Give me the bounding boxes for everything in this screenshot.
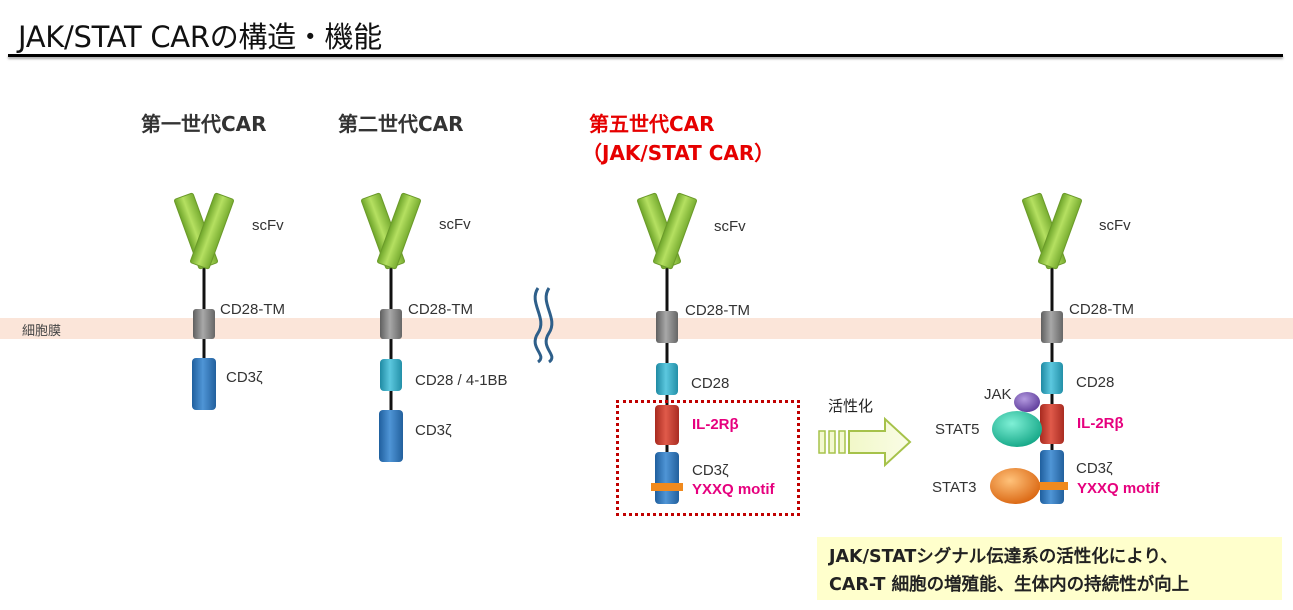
car-gen5-activated <box>990 192 1082 504</box>
cd28-label-4: CD28 <box>1076 374 1115 391</box>
cd3z-label-2: CD3ζ <box>415 422 452 439</box>
stat3-protein <box>990 468 1040 504</box>
summary-callout: JAK/STATシグナル伝達系の活性化により、 CAR-T 細胞の増殖能、生体内… <box>817 537 1282 600</box>
car-gen1 <box>174 192 234 410</box>
cd28tm-label-4: CD28-TM <box>1069 301 1135 318</box>
cell-membrane-band <box>0 318 1293 339</box>
il2rb-label-4: IL-2Rβ <box>1077 415 1124 432</box>
scfv-arm-right <box>190 192 234 270</box>
cd28-tm-block <box>193 309 215 339</box>
gen2-heading: 第二世代CAR <box>338 112 464 136</box>
yxxq-label-3: YXXQ motif <box>692 481 775 498</box>
stat5-label: STAT5 <box>935 421 980 438</box>
cd3z-label-4: CD3ζ <box>1076 460 1113 477</box>
jak-protein <box>1014 392 1040 412</box>
car-gen2 <box>361 192 421 462</box>
cd3z-label-3: CD3ζ <box>692 462 729 479</box>
scfv-label-3: scFv <box>714 218 746 235</box>
title-underline <box>8 54 1283 57</box>
cd28tm-label-3: CD28-TM <box>685 302 751 319</box>
cd28-label-3: CD28 <box>691 375 730 392</box>
cd28-41bb-label: CD28 / 4-1BB <box>415 372 508 389</box>
yxxq-motif-band <box>651 483 683 491</box>
cd3z-label-1: CD3ζ <box>226 369 263 386</box>
page-title: JAK/STAT CARの構造・機能 <box>18 20 382 54</box>
section-break-marks <box>533 287 554 364</box>
scfv-label-4: scFv <box>1099 217 1131 234</box>
activation-label: 活性化 <box>828 397 874 415</box>
scfv-label-1: scFv <box>252 217 284 234</box>
cd28tm-label-1: CD28-TM <box>220 301 286 318</box>
cd28tm-label-2: CD28-TM <box>408 301 474 318</box>
activation-arrow <box>818 416 912 468</box>
stat5-protein <box>992 411 1042 447</box>
scfv-label-2: scFv <box>439 216 471 233</box>
gen5-heading: 第五世代CAR <box>589 112 715 136</box>
il2rb-block <box>655 405 679 445</box>
gen1-heading: 第一世代CAR <box>141 112 267 136</box>
gen5-subheading: （JAK/STAT CAR） <box>582 141 775 165</box>
cd3z-block <box>192 358 216 410</box>
jak-label: JAK <box>984 386 1012 403</box>
membrane-label: 細胞膜 <box>22 324 62 339</box>
cd28-41bb-block <box>380 359 402 391</box>
callout-line-2: CAR-T 細胞の増殖能、生体内の持続性が向上 <box>829 575 1190 595</box>
callout-line-1: JAK/STATシグナル伝達系の活性化により、 <box>829 547 1178 567</box>
il2rb-label-3: IL-2Rβ <box>692 416 739 433</box>
yxxq-label-4: YXXQ motif <box>1077 480 1160 497</box>
stat3-label: STAT3 <box>932 479 977 496</box>
car-gen5 <box>637 192 697 504</box>
il2rb-highlight-box <box>616 400 800 516</box>
